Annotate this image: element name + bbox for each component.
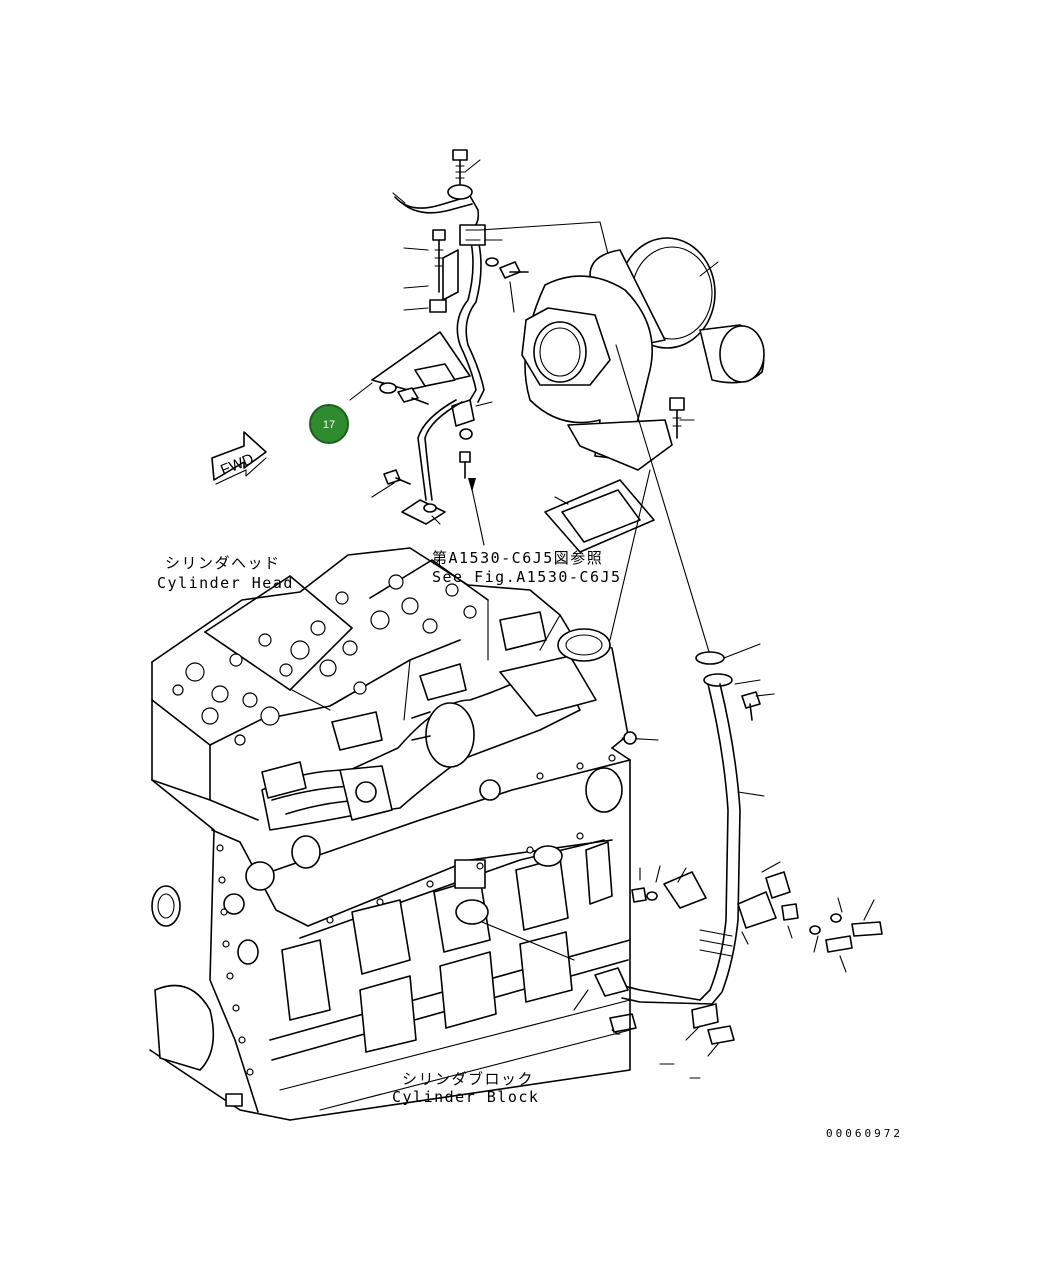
cylinder-head-label-en: Cylinder Head <box>157 574 294 592</box>
head-bolt-holes <box>172 574 477 746</box>
callout-number: 17 <box>323 419 335 431</box>
drawing-number: 00060972 <box>826 1127 903 1140</box>
cylinder-block-label-en: Cylinder Block <box>392 1088 539 1106</box>
cylinder-block-label-jp: シリンダブロック <box>402 1070 534 1088</box>
fwd-arrow-icon: FWD <box>211 431 267 485</box>
see-fig-label-en: See Fig.A1530-C6J5 <box>432 568 622 586</box>
block-rivets <box>216 754 616 1076</box>
oil-drain-line <box>573 344 883 1079</box>
cylinder-head-label-jp: シリンダヘッド <box>165 554 281 572</box>
engine-body <box>149 547 637 1121</box>
exhaust-gasket <box>544 479 655 553</box>
callout-badge-17[interactable]: 17 <box>309 404 349 444</box>
see-fig-label-jp: 第A1530-C6J5図参照 <box>432 549 603 567</box>
oil-supply-line-assembly <box>349 149 613 546</box>
gasket-leader <box>609 469 651 641</box>
turbocharger <box>521 237 765 471</box>
